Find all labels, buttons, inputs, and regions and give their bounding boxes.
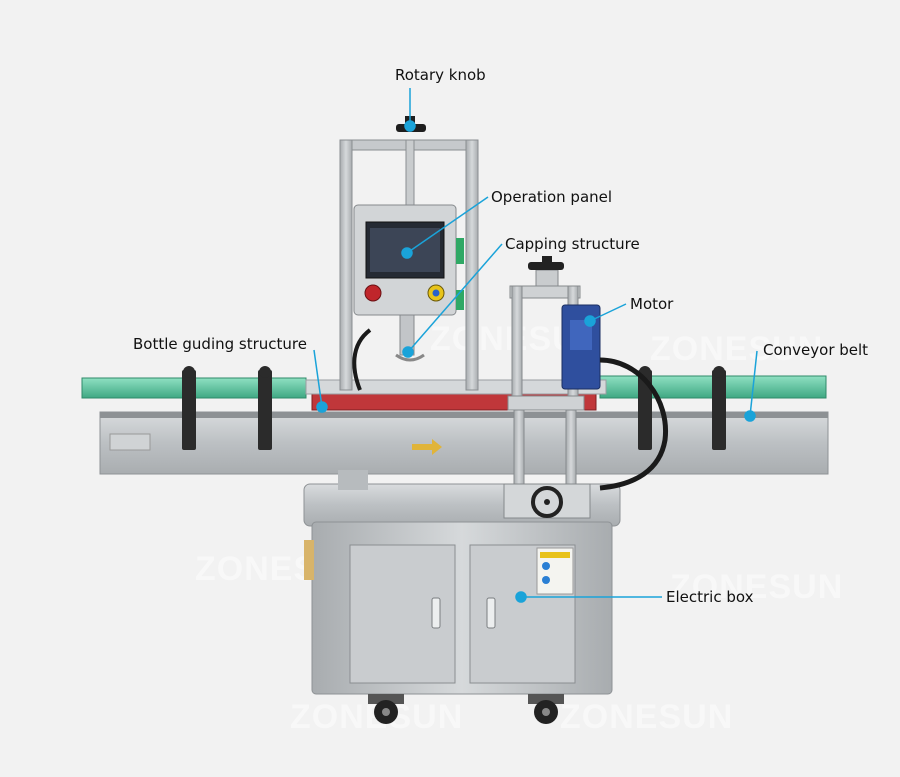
callout-bottle-guiding-structure: Bottle guding structure xyxy=(133,335,307,353)
callout-dot xyxy=(401,247,413,259)
callout-rotary-knob: Rotary knob xyxy=(395,66,486,84)
callout-electric-box: Electric box xyxy=(666,588,754,606)
watermark-text: ZONESUN xyxy=(670,568,843,606)
callout-motor: Motor xyxy=(630,295,674,313)
watermark-text: ZONESUN xyxy=(650,330,823,368)
callout-dot xyxy=(402,346,414,358)
handwheel-icon xyxy=(531,486,563,518)
rail-brackets xyxy=(182,366,726,450)
callout-dot xyxy=(744,410,756,422)
red-stop-button xyxy=(364,284,382,302)
conveyor-belt xyxy=(99,411,829,475)
callout-dot xyxy=(404,120,416,132)
callout-operation-panel: Operation panel xyxy=(491,188,613,206)
callout-lines xyxy=(313,88,758,603)
arrow-right-icon xyxy=(412,439,442,455)
callout-conveyor-belt: Conveyor belt xyxy=(763,341,869,359)
operation-panel xyxy=(353,204,464,316)
capping-head xyxy=(352,314,425,391)
caster-wheels xyxy=(368,694,564,724)
callout-dot xyxy=(515,591,527,603)
callout-dot xyxy=(584,315,596,327)
watermark-text: ZONESUN xyxy=(560,698,733,736)
callout-capping-structure: Capping structure xyxy=(505,235,640,253)
motor-assembly xyxy=(503,256,669,519)
callout-dot xyxy=(316,401,328,413)
